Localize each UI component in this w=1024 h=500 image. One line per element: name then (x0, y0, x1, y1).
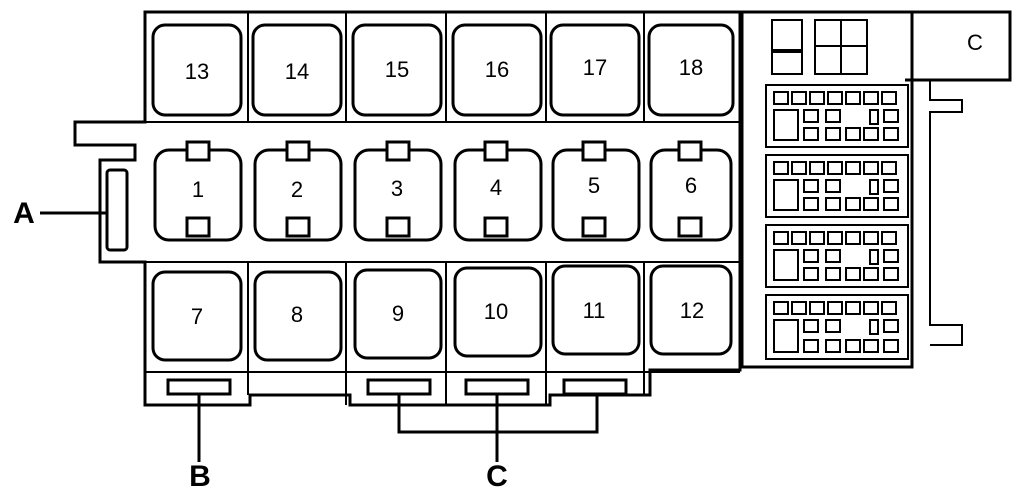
relay-label-5: 5 (588, 173, 600, 198)
callout-a: A (13, 197, 35, 230)
clip (385, 216, 411, 238)
relay-slot-15 (351, 23, 443, 117)
relay-label-2: 2 (291, 177, 303, 202)
relay-row-top: 13 14 15 16 17 18 (151, 23, 735, 117)
relay-slot-18 (647, 23, 735, 117)
connector-housing (740, 10, 914, 369)
pin-group-1 (765, 84, 909, 148)
fuse-slot-c2 (464, 378, 530, 396)
relay-row-bottom: 7 8 9 10 11 12 (151, 264, 733, 362)
clip (581, 216, 607, 238)
clip (483, 216, 509, 238)
clip (483, 140, 509, 162)
relay-label-7: 7 (191, 304, 203, 329)
relay-label-8: 8 (291, 302, 303, 327)
relay-slot-8 (253, 270, 343, 362)
fuse-slot-c3 (562, 378, 628, 396)
relay-slot-16 (451, 23, 543, 117)
relay-label-10: 10 (484, 299, 508, 324)
pin-group-4 (765, 294, 909, 360)
relay-label-4: 4 (490, 175, 502, 200)
clip (285, 216, 311, 238)
relay-slot-10 (453, 266, 543, 358)
callout-c-leader (397, 394, 599, 462)
plug-cell (771, 51, 803, 75)
relay-slot-14 (251, 23, 343, 117)
fuse-slot-b (166, 378, 232, 396)
relay-slot-11 (551, 264, 641, 356)
clip (677, 216, 703, 238)
connector-tab (905, 10, 1012, 82)
pin-group-3 (765, 224, 909, 288)
housing-outline (73, 10, 742, 407)
clip (581, 140, 607, 162)
relay-label-11: 11 (583, 298, 606, 323)
fuse-slot-a (105, 168, 129, 252)
relay-label-1: 1 (192, 177, 204, 202)
clip (285, 140, 311, 162)
relay-slot-17 (549, 23, 641, 117)
relay-label-16: 16 (485, 57, 509, 82)
clip (185, 140, 211, 162)
relay-slot-7 (151, 270, 243, 362)
callout-c: C (486, 460, 508, 493)
plug-cell (771, 19, 803, 51)
relay-label-17: 17 (583, 55, 607, 80)
callout-b: B (189, 460, 211, 493)
relay-label-12: 12 (680, 298, 704, 323)
relay-row-middle: 1 2 3 4 5 6 (153, 140, 733, 242)
connector-block: C (740, 10, 1012, 369)
relay-label-9: 9 (392, 301, 404, 326)
relay-label-13: 13 (185, 59, 209, 84)
fuse-slots (105, 168, 628, 396)
relay-slot-12 (649, 264, 733, 356)
relay-label-14: 14 (285, 59, 309, 84)
column-dividers (247, 12, 645, 405)
clip (185, 216, 211, 238)
relay-label-15: 15 (385, 57, 409, 82)
clip (385, 140, 411, 162)
pin-group-2 (765, 154, 909, 218)
relay-slot-13 (151, 23, 243, 117)
relay-slot-9 (353, 268, 443, 360)
clip (677, 140, 703, 162)
connector-rail (929, 80, 963, 346)
relay-label-6: 6 (685, 173, 697, 198)
relay-label-18: 18 (679, 55, 703, 80)
fuse-slot-c1 (366, 378, 432, 396)
relay-label-3: 3 (391, 176, 403, 201)
connector-glyph: C (967, 30, 983, 55)
